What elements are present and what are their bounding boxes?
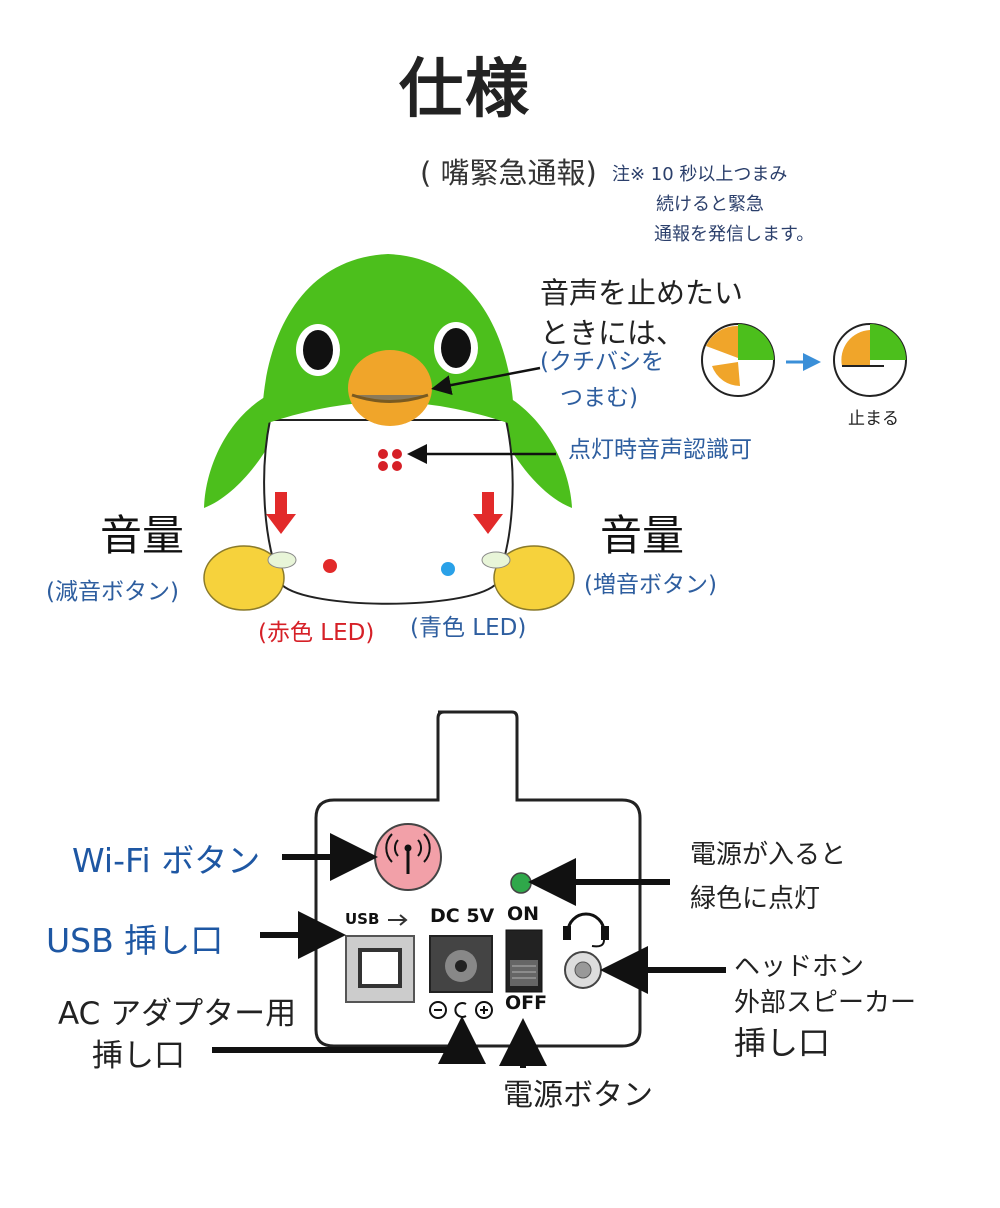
beak-mouth <box>351 393 429 403</box>
mute-label-line4: つまむ) <box>560 385 638 411</box>
beak-open-icon <box>701 323 775 397</box>
power-led-label-line2: 緑色に点灯 <box>690 884 821 914</box>
blue-led-dot <box>441 562 455 576</box>
mic-dot <box>392 461 402 471</box>
power-button-label: 電源ボタン <box>503 1078 653 1113</box>
headphone-label-line3: 挿し口 <box>734 1024 831 1062</box>
beak-emergency-label: ( 嘴緊急通報) <box>420 156 597 190</box>
left-flipper <box>204 395 272 508</box>
volume-right-label: 音量 <box>600 511 685 560</box>
mute-label-line1: 音声を止めたい <box>540 276 744 310</box>
penguin-robot <box>203 254 575 611</box>
beak-pointer <box>431 366 541 395</box>
beak-closed-icon <box>833 323 907 397</box>
volume-left-label: 音量 <box>100 511 185 560</box>
note-line: 注※ 10 秒以上つまみ <box>612 164 788 185</box>
usb-symbol-icon <box>388 914 408 926</box>
red-led-dot <box>323 559 337 573</box>
power-led-label-line1: 電源が入ると <box>690 840 847 870</box>
power-led <box>510 872 532 894</box>
mic-dot <box>378 449 388 459</box>
dc-panel-text: DC 5V <box>430 905 495 927</box>
note-line: 続けると緊急 <box>656 194 764 215</box>
mute-label-line2: ときには、 <box>540 316 686 350</box>
ac-arrow <box>212 1016 486 1064</box>
volume-down-button <box>267 551 297 569</box>
emergency-note: 注※ 10 秒以上つまみ 続けると緊急 通報を発信します。 <box>612 160 842 250</box>
voice-recognition-label: 点灯時音声認識可 <box>568 437 752 463</box>
down-arrow-left <box>266 492 296 534</box>
left-eye <box>303 330 333 370</box>
ac-adapter-label-line1: AC アダプター用 <box>58 996 297 1032</box>
off-panel-text: OFF <box>505 992 548 1014</box>
on-panel-text: ON <box>507 903 540 925</box>
stops-label: 止まる <box>848 409 899 429</box>
penguin-body <box>263 419 514 605</box>
mic-dot <box>392 449 402 459</box>
page-title: 仕様 <box>399 53 531 127</box>
headphone-label-line1: ヘッドホン <box>734 952 865 982</box>
right-eye <box>441 328 471 368</box>
usb-panel-text: USB <box>345 910 380 928</box>
headphone-label-line2: 外部スピーカー <box>734 988 917 1018</box>
wifi-button-label: Wi-Fi ボタン <box>72 841 261 880</box>
red-led-label: (赤色 LED) <box>258 620 375 646</box>
beak <box>348 350 432 426</box>
usb-port-label: USB 挿し口 <box>46 921 224 960</box>
left-foot <box>203 545 285 611</box>
volume-up-label: (増音ボタン) <box>584 572 717 598</box>
mic-dot <box>378 461 388 471</box>
note-line: 通報を発信します。 <box>654 224 815 245</box>
blue-led-label: (青色 LED) <box>410 615 527 641</box>
right-flipper <box>505 395 572 508</box>
headphone-icon <box>563 912 609 948</box>
ac-adapter-label-line2: 挿し口 <box>92 1038 185 1074</box>
right-foot <box>493 545 575 611</box>
volume-down-label: (減音ボタン) <box>46 579 179 605</box>
volume-up-button <box>481 551 511 569</box>
mute-label-line3: (クチバシを <box>540 349 664 375</box>
down-arrow-right <box>473 492 503 534</box>
